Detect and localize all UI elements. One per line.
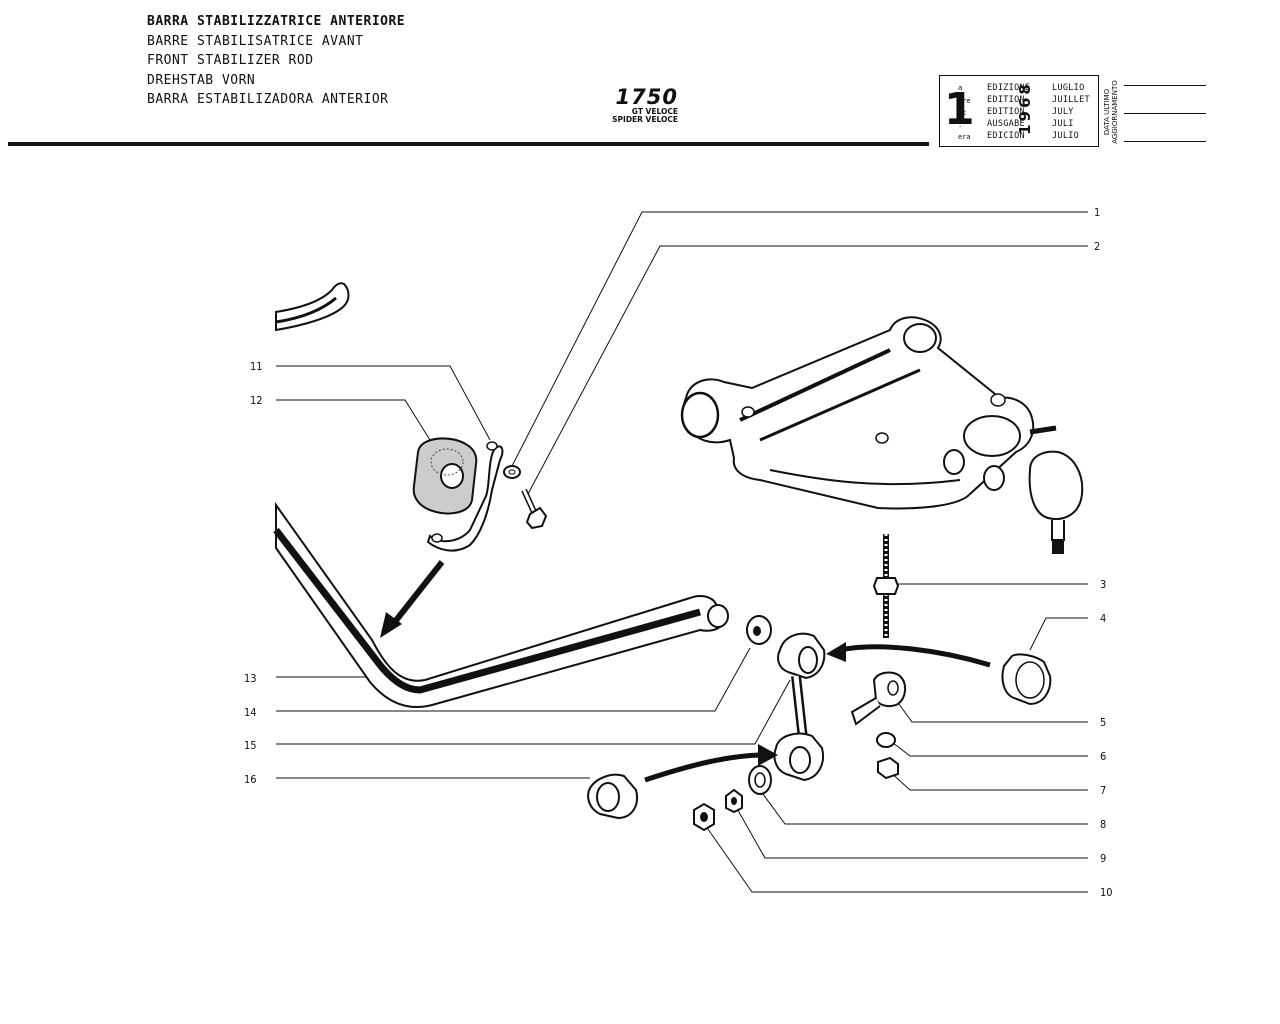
callout-10: 10 [1100, 886, 1113, 899]
callout-9: 9 [1100, 852, 1106, 865]
edition-month: JUILLET [1052, 95, 1090, 105]
callout-15: 15 [244, 739, 257, 752]
leader-line-11 [276, 365, 491, 441]
washer-8 [748, 765, 772, 795]
arrow-bushing-to-bar [380, 560, 445, 638]
connecting-link-15 [773, 632, 826, 782]
leader-lines [276, 211, 1088, 893]
leader-line-2 [527, 245, 1088, 495]
callout-7: 7 [1100, 784, 1106, 797]
callout-14: 14 [244, 706, 257, 719]
edition-box: 1 a ere st . era EDIZIONE EDITION EDITIO… [939, 75, 1099, 147]
edition-suffix: era [958, 133, 971, 141]
update-line [1124, 85, 1206, 86]
edition-word: EDITION [987, 95, 1025, 105]
suspension-arm [680, 316, 1084, 554]
edition-month: JULI [1052, 119, 1074, 129]
edition-word: EDICION [987, 131, 1025, 141]
model-variant-spider: SPIDER VELOCE [612, 115, 678, 124]
stud-3 [872, 534, 900, 638]
callout-5: 5 [1100, 716, 1106, 729]
title-french: BARRE STABILISATRICE AVANT [147, 33, 364, 49]
title-block: BARRA STABILIZZATRICE ANTERIORE BARRE ST… [147, 12, 405, 110]
leader-line-7 [887, 769, 1088, 791]
edition-number: 1 [944, 84, 975, 135]
nut-7 [877, 756, 899, 780]
bolt-2 [521, 488, 548, 530]
leader-line-14 [276, 647, 751, 712]
edition-word: EDIZIONE [987, 83, 1031, 93]
nut-9 [725, 788, 743, 814]
leader-line-6 [891, 741, 1088, 757]
arrow-bushing-4-to-link [826, 642, 991, 668]
callout-3: 3 [1100, 578, 1106, 591]
update-line [1124, 141, 1206, 142]
leader-line-4 [1029, 617, 1088, 651]
bushing-4 [1001, 653, 1052, 706]
callout-4: 4 [1100, 612, 1106, 625]
title-german: DREHSTAB VORN [147, 72, 256, 88]
edition-suffix: st [958, 109, 967, 117]
stabilizer-bar-upper-end [275, 282, 350, 332]
header-rule [8, 142, 929, 146]
title-italian: BARRA STABILIZZATRICE ANTERIORE [147, 14, 406, 29]
bushing-16 [587, 773, 638, 820]
leader-line-8 [759, 789, 1088, 825]
leader-line-15 [276, 679, 791, 745]
lock-washer-6 [876, 732, 896, 748]
edition-month: JULY [1052, 107, 1074, 117]
washer-14 [746, 615, 772, 645]
edition-month: LUGLIO [1052, 83, 1085, 93]
title-english: FRONT STABILIZER ROD [147, 53, 314, 69]
model-block: 1750 GT VELOCE SPIDER VELOCE [598, 86, 678, 124]
edition-suffix: ere [958, 97, 971, 105]
callout-12: 12 [250, 394, 263, 407]
callout-2: 2 [1094, 240, 1100, 253]
washer-1 [503, 465, 521, 479]
callout-6: 6 [1100, 750, 1106, 763]
callout-8: 8 [1100, 818, 1106, 831]
mounting-clamp-11 [426, 441, 504, 552]
edition-word: EDITION [987, 107, 1025, 117]
callout-11: 11 [250, 360, 263, 373]
model-variant-gt: GT VELOCE [631, 107, 678, 116]
leader-line-12 [276, 399, 436, 449]
edition-word: AUSGABE [987, 119, 1025, 129]
update-line [1124, 113, 1206, 114]
edition-month: JULIO [1052, 131, 1080, 141]
leader-line-1 [510, 211, 1088, 469]
stabilizer-bar-13 [273, 501, 729, 708]
model-number: 1750 [615, 85, 678, 109]
callout-labels: 1 2 3 4 5 6 7 8 9 10 11 12 13 14 15 16 [244, 206, 1113, 899]
edition-suffix: . [958, 121, 963, 129]
leader-line-9 [734, 804, 1088, 859]
lock-nut-10 [693, 802, 715, 832]
pivot-pin-5 [850, 671, 906, 726]
callout-1: 1 [1094, 206, 1100, 219]
callout-16: 16 [244, 773, 257, 786]
rubber-bushing-12 [412, 437, 478, 515]
title-spanish: BARRA ESTABILIZADORA ANTERIOR [147, 92, 389, 108]
leader-line-5 [895, 699, 1088, 723]
leader-line-10 [702, 821, 1088, 893]
edition-suffix: a [958, 84, 963, 92]
arrow-bushing-16-to-link [644, 744, 778, 783]
callout-13: 13 [244, 672, 257, 685]
